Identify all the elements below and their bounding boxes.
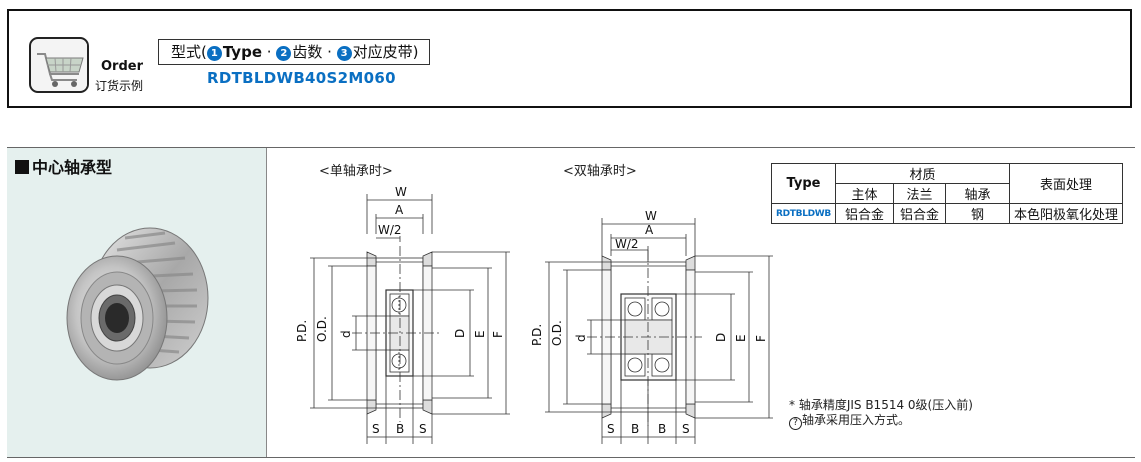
dim-w2: W/2 xyxy=(615,237,639,251)
marker-2: 2 xyxy=(276,46,292,61)
dim-d: d xyxy=(574,334,588,342)
dim-f: F xyxy=(491,331,505,338)
type-cell[interactable]: RDTBLDWB xyxy=(771,203,836,224)
dim-s-right: S xyxy=(419,422,427,436)
dim-w: W xyxy=(395,185,407,199)
dim-s-left: S xyxy=(372,422,380,436)
dim-s-left: S xyxy=(607,422,615,436)
marker-1: 1 xyxy=(206,46,222,61)
separator: · xyxy=(262,43,277,61)
belt-word: 对应皮带 xyxy=(352,43,413,61)
dim-d: d xyxy=(339,330,353,338)
section-title: 中心轴承型 xyxy=(15,154,112,178)
order-code[interactable]: RDTBLDWB40S2M060 xyxy=(207,69,396,87)
single-bearing-caption: <单轴承时> xyxy=(319,164,393,179)
product-image-panel: 中心轴承型 xyxy=(7,148,267,457)
dim-big-d: D xyxy=(714,333,728,342)
bearing-header: 轴承 xyxy=(945,183,1010,204)
surface-header: 表面处理 xyxy=(1008,163,1124,204)
dim-s-right: S xyxy=(682,422,690,436)
double-bearing-caption: <双轴承时> xyxy=(563,164,637,179)
teeth-word: 齿数 xyxy=(292,43,323,61)
type-header: Type xyxy=(771,163,836,204)
dim-b: B xyxy=(396,422,404,436)
dim-a: A xyxy=(645,223,654,237)
order-label: Order xyxy=(101,59,143,74)
model-suffix: ) xyxy=(412,43,419,61)
tip-icon: ? xyxy=(789,417,802,430)
square-bullet-icon xyxy=(15,160,29,174)
order-label-cn: 订货示例 xyxy=(95,79,144,93)
dim-e: E xyxy=(734,334,748,342)
bearing-cell: 钢 xyxy=(945,203,1010,224)
shopping-cart-icon xyxy=(29,37,89,93)
dim-w2: W/2 xyxy=(378,223,402,237)
dim-b-right: B xyxy=(658,422,666,436)
marker-3: 3 xyxy=(336,46,352,61)
note-line-1: * 轴承精度JIS B1514 0级(压入前) xyxy=(789,398,973,412)
dim-pd: P.D. xyxy=(295,320,309,342)
dim-a: A xyxy=(395,203,404,217)
flange-cell: 铝合金 xyxy=(893,203,946,224)
material-header: 材质 xyxy=(835,163,1010,184)
type-word: Type xyxy=(222,43,262,61)
notes: * 轴承精度JIS B1514 0级(压入前) ?轴承采用压入方式。 xyxy=(789,398,973,430)
pulley-product-image xyxy=(66,227,209,381)
note-line-2: 轴承采用压入方式。 xyxy=(802,413,911,427)
dim-pd: P.D. xyxy=(530,324,544,346)
table-row: RDTBLDWB 铝合金 铝合金 钢 本色阳极氧化处理 xyxy=(771,203,1124,224)
double-bearing-drawing: W A W/2 P.D. O.D. d D E F S B B S xyxy=(530,209,773,444)
dim-f: F xyxy=(754,335,768,342)
dim-od: O.D. xyxy=(550,320,564,346)
product-section: 中心轴承型 <单 xyxy=(7,147,1135,458)
body-cell: 铝合金 xyxy=(835,203,894,224)
separator: · xyxy=(322,43,337,61)
surface-cell: 本色阳极氧化处理 xyxy=(1008,203,1124,224)
single-bearing-drawing: W A W/2 P.D. O.D. d D E F S B S xyxy=(295,185,510,444)
dim-b-left: B xyxy=(631,422,639,436)
dim-e: E xyxy=(473,330,487,338)
dim-big-d: D xyxy=(453,329,467,338)
body-header: 主体 xyxy=(835,183,894,204)
model-prefix: 型式( xyxy=(171,43,207,61)
dim-w: W xyxy=(645,209,657,223)
dim-od: O.D. xyxy=(315,316,329,342)
flange-header: 法兰 xyxy=(893,183,946,204)
spec-table: Type 材质 表面处理 主体 法兰 轴承 RDTBLDWB 铝合金 铝合金 钢… xyxy=(771,163,1124,224)
